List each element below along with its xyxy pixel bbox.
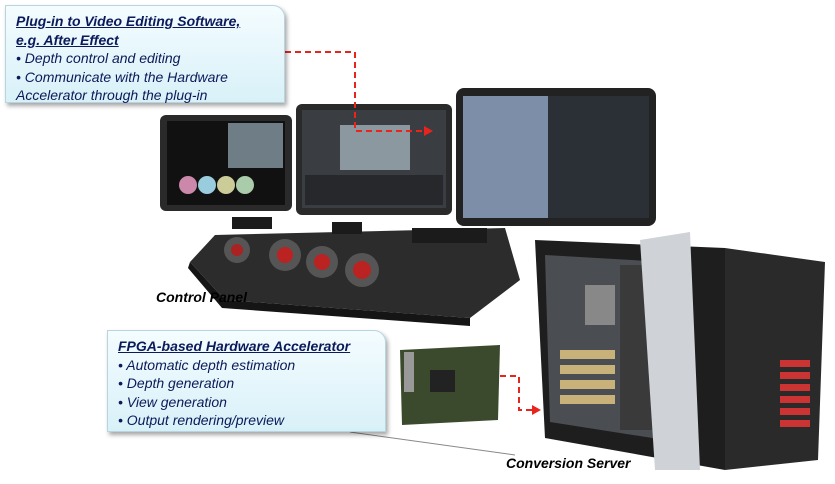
middle-monitor bbox=[296, 104, 452, 215]
fpga-item: • View generation bbox=[118, 393, 227, 410]
fpga-arrow bbox=[500, 375, 532, 411]
plugin-title-1: Plug-in to Video Editing Software, bbox=[16, 13, 241, 29]
plugin-callout: Plug-in to Video Editing Software, e.g. … bbox=[5, 5, 285, 103]
plugin-title-2: e.g. After Effect bbox=[16, 31, 119, 48]
plugin-item: • Communicate with the Hardware bbox=[16, 68, 228, 85]
plugin-item: • Depth control and editing bbox=[16, 50, 181, 66]
plugin-item: Accelerator through the plug-in bbox=[16, 87, 208, 103]
fpga-item: • Output rendering/preview bbox=[118, 412, 284, 428]
fpga-item: • Depth generation bbox=[118, 375, 235, 391]
fpga-arrowhead bbox=[532, 405, 541, 415]
fpga-title: FPGA-based Hardware Accelerator bbox=[118, 338, 351, 354]
left-monitor bbox=[160, 115, 292, 211]
server-device bbox=[535, 232, 825, 470]
plugin-arrow bbox=[285, 51, 424, 132]
control-panel-device bbox=[188, 217, 520, 326]
connector-line bbox=[349, 431, 516, 456]
fpga-item: • Automatic depth estimation bbox=[118, 356, 296, 373]
fpga-card bbox=[400, 345, 500, 425]
fpga-callout: FPGA-based Hardware Accelerator • Automa… bbox=[107, 330, 386, 432]
plugin-arrowhead bbox=[424, 126, 433, 136]
conversion-server-label: Conversion Server bbox=[506, 455, 631, 471]
control-panel-label: Control Panel bbox=[156, 289, 248, 305]
right-monitor bbox=[456, 88, 656, 226]
